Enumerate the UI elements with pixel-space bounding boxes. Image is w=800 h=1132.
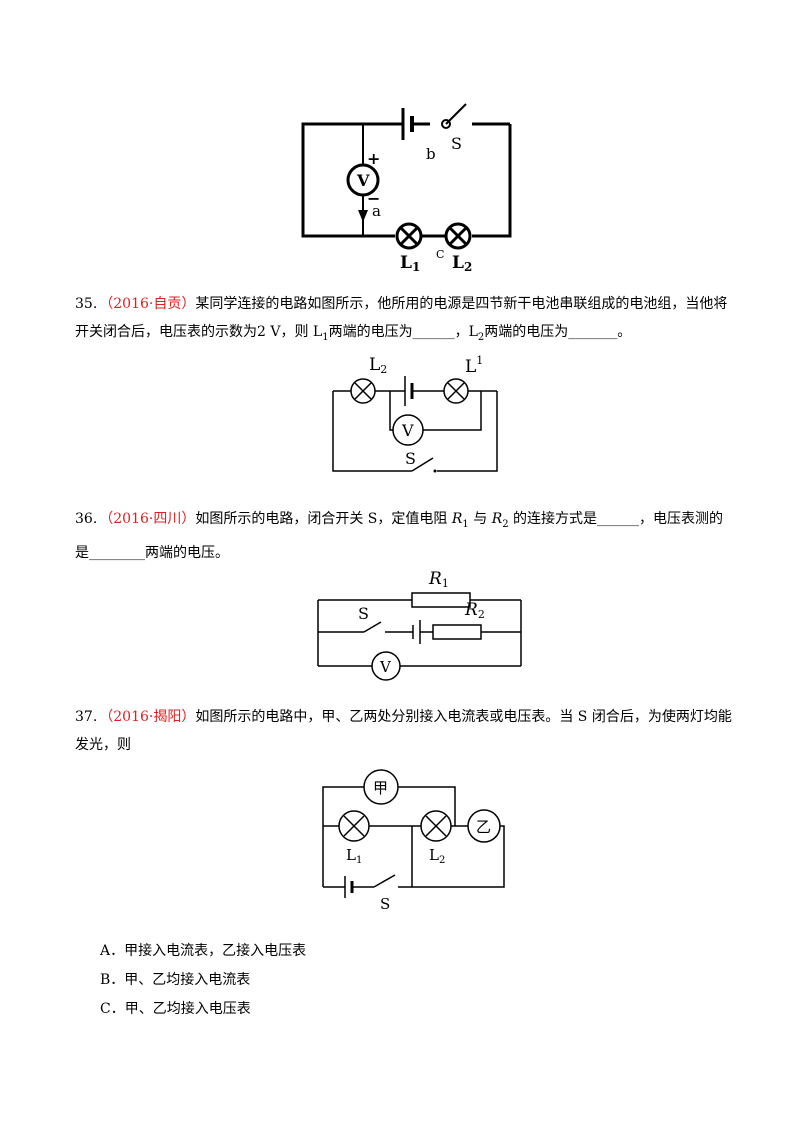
plus-sign: + (367, 149, 380, 168)
switch-label-s: S (358, 604, 369, 623)
question-number: 37. (75, 709, 98, 725)
lamp-label-l1: L1 (346, 846, 362, 866)
question-35: 35.（2016·自贡）某同学连接的电路如图所示，他所用的电源是四节新干电池串联… (75, 296, 728, 343)
question-source: （2016·揭阳） (99, 709, 196, 725)
meter-label-jia: 甲 (373, 779, 388, 797)
question-text: 如图所示的电路中，甲、乙两处分别接入电流表或电压表。当 S 闭合后，为使两灯均能… (75, 709, 732, 753)
circuit-diagram-q36: R1 R2 S V (317, 569, 522, 681)
voltmeter-label: V (356, 171, 370, 190)
circuit-diagram-q37: 甲 乙 L1 L2 S (322, 769, 505, 913)
resistor-label-r2: R2 (464, 600, 485, 621)
option-b: B．甲、乙均接入电流表 (100, 972, 251, 988)
question-number: 35. (75, 296, 98, 312)
question-number: 36. (75, 511, 98, 527)
node-label-a: a (372, 202, 381, 220)
question-text: 某同学连接的电路如图所示，他所用的电源是四节新干电池串联组成的电池组，当他将开关… (75, 296, 728, 340)
lamp-label-l2: L2 (452, 253, 472, 274)
voltmeter-label: V (401, 421, 414, 440)
resistor-label-r1: R1 (428, 569, 449, 590)
circuit-diagram-q34: S b a C V + − L1 L2 (301, 103, 512, 274)
lamp-label-l1: L1 (465, 354, 483, 377)
switch-label-s: S (380, 895, 390, 913)
minus-sign: − (367, 189, 380, 208)
question-37: 37.（2016·揭阳）如图所示的电路中，甲、乙两处分别接入电流表或电压表。当 … (75, 703, 735, 759)
question-text: 如图所示的电路，闭合开关 S，定值电阻 (195, 511, 452, 527)
question-source: （2016·自贡） (99, 296, 196, 312)
option-c: C．甲、乙均接入电压表 (100, 1001, 251, 1017)
switch-label-s: S (451, 134, 462, 153)
lamp-label-l2: L2 (429, 846, 445, 866)
node-label-c: C (436, 248, 444, 261)
voltmeter-label: V (379, 658, 392, 676)
circuit-diagram-q35: L2 L1 V S (332, 354, 498, 473)
meter-label-yi: 乙 (476, 818, 491, 836)
node-label-b: b (426, 145, 436, 163)
option-a: A．甲接入电流表，乙接入电压表 (100, 943, 307, 959)
lamp-label-l1: L1 (400, 253, 420, 274)
switch-label-s: S (405, 449, 416, 468)
question-source: （2016·四川） (99, 511, 196, 527)
question-36: 36.（2016·四川）如图所示的电路，闭合开关 S，定值电阻 R1 与 R2 … (75, 511, 724, 561)
lamp-label-l2: L2 (369, 355, 387, 376)
